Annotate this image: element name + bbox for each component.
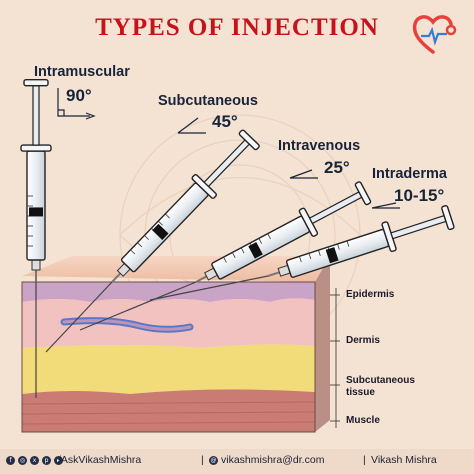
intravenous-syringe bbox=[195, 181, 372, 283]
layer-label-subcutaneous: Subcutaneous tissue bbox=[346, 375, 415, 398]
needle-paths bbox=[35, 275, 269, 398]
footer-separator-1: | bbox=[201, 454, 204, 466]
dermis-layer bbox=[22, 298, 315, 348]
email-icon: @ bbox=[209, 456, 218, 465]
layer-label-epidermis: Epidermis bbox=[346, 289, 395, 300]
subcutaneous-label: Subcutaneous bbox=[158, 93, 258, 109]
muscle-layer bbox=[22, 389, 315, 432]
angle-marks bbox=[57, 88, 400, 209]
layer-label-dermis: Dermis bbox=[346, 335, 380, 346]
muscle-fibers bbox=[21, 401, 316, 425]
intravenous-angle: 25° bbox=[324, 158, 350, 177]
facebook-icon[interactable]: f bbox=[6, 456, 15, 465]
skin-cross-section bbox=[21, 256, 330, 433]
intramuscular-angle: 90° bbox=[66, 86, 92, 105]
subcutaneous-layer bbox=[22, 344, 315, 394]
skin-outline bbox=[21, 281, 316, 433]
intraderma-label: Intraderma bbox=[372, 166, 447, 182]
pinterest-icon[interactable]: p bbox=[42, 456, 51, 465]
page-title: TYPES OF INJECTION bbox=[95, 14, 379, 41]
layer-label-muscle: Muscle bbox=[346, 415, 380, 426]
skin-side-face bbox=[315, 256, 330, 432]
x-icon[interactable]: x bbox=[30, 456, 39, 465]
intravenous-label: Intravenous bbox=[278, 138, 361, 154]
layer-pointers bbox=[330, 288, 340, 428]
footer-name: Vikash Mishra bbox=[371, 454, 437, 466]
intraderma-angle: 10-15° bbox=[394, 186, 445, 205]
heart-stethoscope-icon bbox=[412, 15, 457, 54]
social-icons: f ◎ x p ▸ bbox=[6, 456, 63, 465]
instagram-icon[interactable]: ◎ bbox=[18, 456, 27, 465]
intraderma-syringe bbox=[267, 205, 455, 278]
footer-separator-2: | bbox=[363, 454, 366, 466]
intramuscular-syringe bbox=[20, 78, 52, 282]
youtube-icon[interactable]: ▸ bbox=[54, 456, 63, 465]
epidermis-layer bbox=[22, 282, 315, 302]
footer bbox=[0, 449, 474, 474]
subcutaneous-syringe bbox=[111, 129, 260, 283]
footer-handle[interactable]: /AskVikashMishra bbox=[58, 454, 142, 466]
intramuscular-label: Intramuscular bbox=[34, 64, 130, 80]
footer-email[interactable]: vikashmishra@dr.com bbox=[221, 454, 325, 466]
subcutaneous-angle: 45° bbox=[212, 112, 238, 131]
syringes bbox=[20, 78, 455, 283]
